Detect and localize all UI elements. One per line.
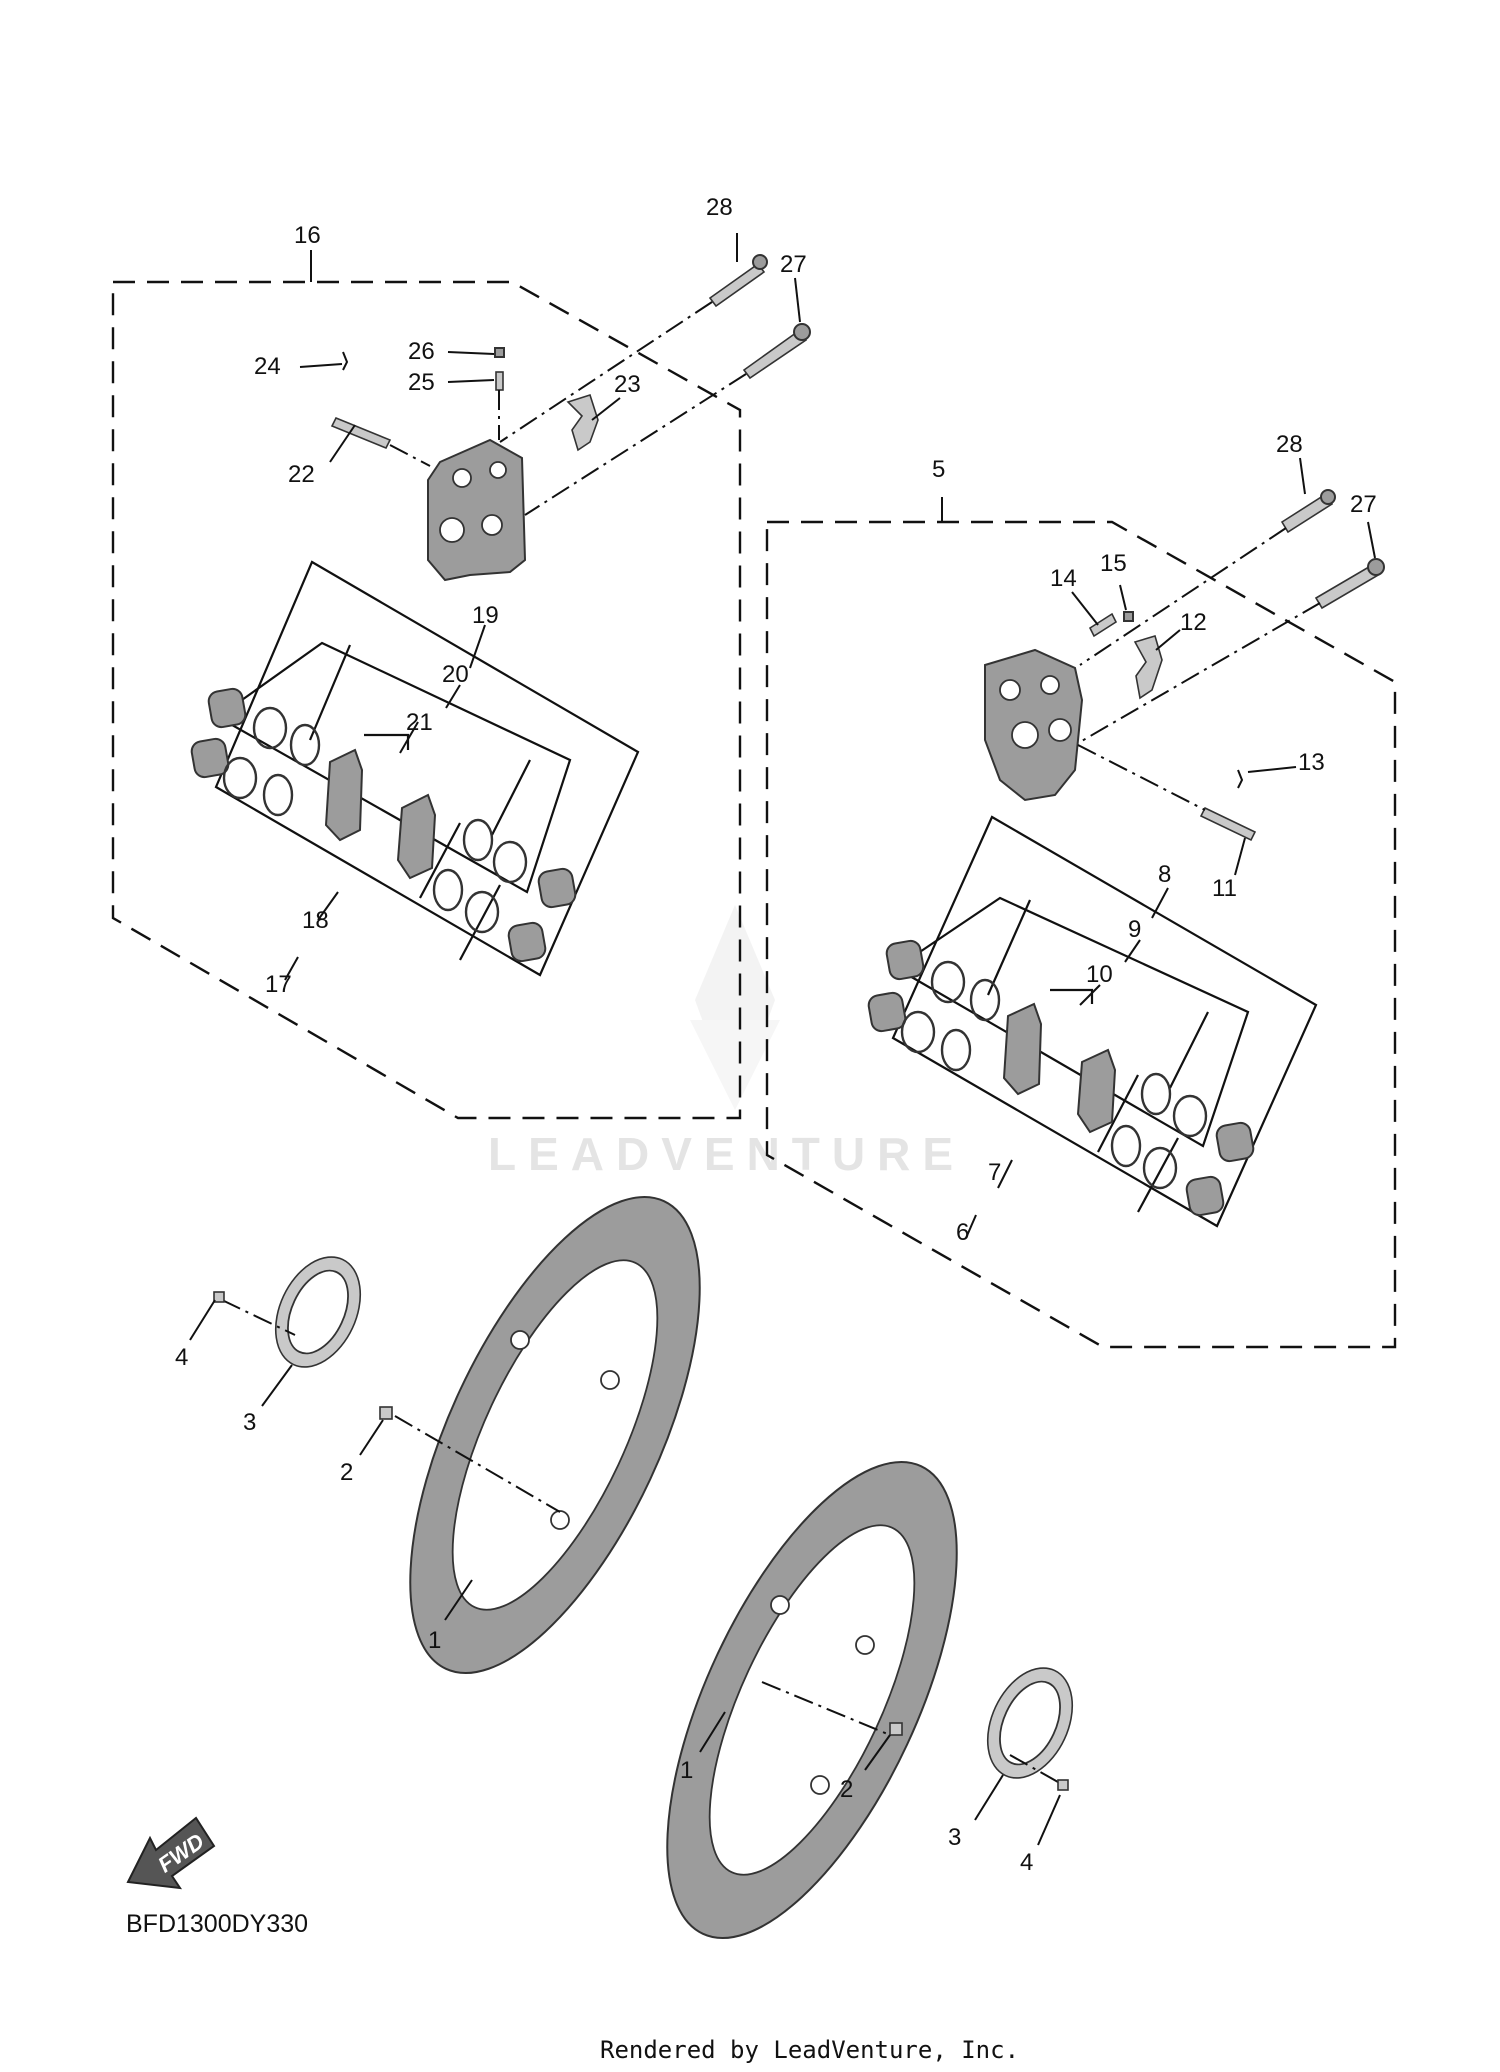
- callout-14: 14: [1050, 565, 1077, 592]
- callout-25: 25: [408, 369, 435, 396]
- caliper-assembly-16-boundary: [111, 280, 742, 1120]
- brake-disc-upper: [409, 1195, 701, 1675]
- bolt-4-lower: [1057, 1779, 1069, 1791]
- callout-9: 9: [1128, 916, 1141, 943]
- callout-27-left: 27: [780, 251, 807, 278]
- callout-20: 20: [442, 661, 469, 688]
- callout-28-left: 28: [706, 194, 733, 221]
- footer-credit: Rendered by LeadVenture, Inc.: [600, 2036, 1019, 2064]
- callout-4-lower: 4: [1020, 1849, 1033, 1876]
- seals-left: [222, 706, 528, 934]
- brake-pads-left: [324, 748, 437, 880]
- pistons-left: [190, 687, 577, 963]
- bolt-27-right: [1314, 558, 1385, 610]
- bolt-2-upper: [379, 1406, 393, 1420]
- sensor-rotor-upper: [274, 1256, 362, 1368]
- callout-19: 19: [472, 602, 499, 629]
- pad-frame-21: [364, 733, 410, 750]
- callout-3-upper: 3: [243, 1409, 256, 1436]
- piston-frame-19: [214, 560, 640, 977]
- callout-5: 5: [932, 456, 945, 483]
- caliper-body-left: [427, 438, 527, 582]
- fwd-arrow: FWD: [126, 1816, 216, 1890]
- pad-spring-23-left: [566, 393, 599, 452]
- callout-7: 7: [988, 1159, 1001, 1186]
- brake-disc-lower: [666, 1460, 958, 1940]
- cap-15: [1123, 611, 1134, 622]
- caliper-body-right: [984, 648, 1084, 802]
- sensor-rotor-lower: [986, 1667, 1074, 1779]
- callout-1-lower: 1: [680, 1757, 693, 1784]
- seals-right: [900, 960, 1208, 1190]
- pistons-right: [867, 939, 1255, 1217]
- callout-24: 24: [254, 353, 281, 380]
- callout-6: 6: [956, 1219, 969, 1246]
- brake-pads-right: [1002, 1002, 1117, 1134]
- callout-10: 10: [1086, 961, 1113, 988]
- watermark-logo: [690, 905, 780, 1110]
- leader-lines: [189, 233, 1376, 1846]
- callout-21: 21: [406, 709, 433, 736]
- callout-18: 18: [302, 907, 329, 934]
- cap-26: [494, 347, 505, 358]
- callout-8: 8: [1158, 861, 1171, 888]
- bolt-28-right: [1280, 489, 1336, 534]
- watermark-text: LEADVENTURE: [488, 1128, 965, 1180]
- callout-28-right: 28: [1276, 431, 1303, 458]
- diagram-code: BFD1300DY330: [126, 1910, 308, 1938]
- callout-12: 12: [1180, 609, 1207, 636]
- callout-4-upper: 4: [175, 1344, 188, 1371]
- callout-17: 17: [265, 971, 292, 998]
- callout-13: 13: [1298, 749, 1325, 776]
- bleed-screw-25: [495, 371, 504, 391]
- callout-2-upper: 2: [340, 1459, 353, 1486]
- callout-3-lower: 3: [948, 1824, 961, 1851]
- callout-labels: 16 28 27 24 26 25 23 22 19 20 21 18 17 5…: [175, 194, 1377, 1876]
- piston-frame-9: [893, 896, 1250, 1148]
- bolt-4-upper: [213, 1291, 225, 1303]
- callout-1-upper: 1: [428, 1627, 441, 1654]
- bolt-28-left: [708, 254, 768, 308]
- bolt-2-lower: [889, 1722, 903, 1736]
- bolt-27-left: [742, 323, 811, 380]
- clip-13: [1237, 769, 1244, 789]
- callout-2-lower: 2: [840, 1776, 853, 1803]
- clip-24: [342, 351, 349, 371]
- bleed-screw-14: [1088, 612, 1118, 638]
- callout-22: 22: [288, 461, 315, 488]
- callout-15: 15: [1100, 550, 1127, 577]
- caliper-assembly-5-boundary: [765, 520, 1397, 1349]
- pad-pin-11: [1199, 806, 1257, 842]
- callout-11: 11: [1212, 875, 1237, 902]
- callout-26: 26: [408, 338, 435, 365]
- callout-16: 16: [294, 222, 321, 249]
- piston-frame-20: [215, 641, 572, 894]
- pad-pin-22: [330, 416, 392, 450]
- callout-27-right: 27: [1350, 491, 1377, 518]
- pad-spring-12-right: [1133, 635, 1163, 700]
- piston-frame-8: [891, 815, 1318, 1228]
- callout-23: 23: [614, 371, 641, 398]
